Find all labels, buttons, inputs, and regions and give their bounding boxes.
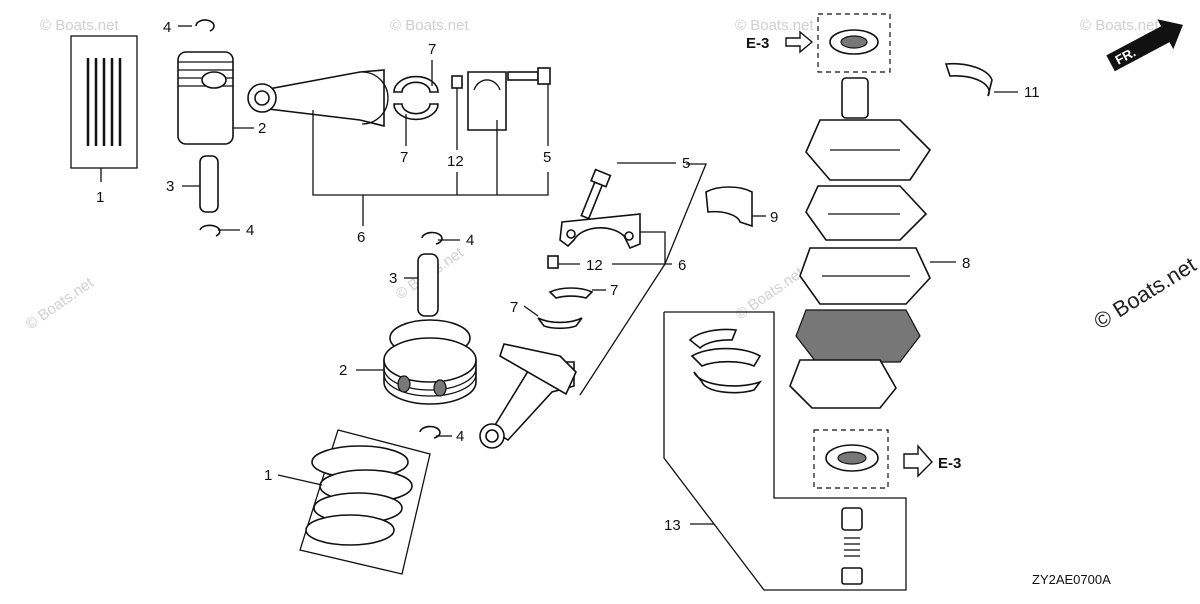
oil-seal-top-group: E-3 (746, 13, 891, 73)
dowel-pin-top: 12 (447, 75, 464, 170)
watermark-5: © Boats.net (23, 274, 98, 333)
rod-bearing-top-pair: 7 7 (393, 41, 439, 166)
callout-7-d: 7 (510, 299, 518, 316)
callout-4-low: 4 (456, 428, 464, 445)
callout-4-top-a: 4 (163, 19, 171, 36)
callout-2-mid: 2 (339, 362, 347, 379)
callout-4-mid: 4 (466, 232, 474, 249)
watermark-large: © Boats.net (1089, 252, 1200, 334)
front-direction-arrow-icon: FR. (1106, 19, 1183, 72)
diagram-code: ZY2AE0700A (1032, 572, 1111, 587)
watermark-7: © Boats.net (733, 264, 808, 323)
bracket-6-mid (579, 163, 707, 396)
piston-rings-top: 1 (70, 35, 138, 206)
callout-11: 11 (1024, 84, 1040, 101)
rod-bearing-mid-pair: 7 7 (510, 282, 618, 330)
callout-13: 13 (664, 517, 681, 534)
bracket-6-top: 6 (312, 110, 549, 246)
ref-e3-bottom: E-3 (938, 455, 961, 472)
reference-arrow-right-icon (903, 444, 933, 478)
bearing-and-valve-group-13: 13 (663, 311, 907, 591)
callout-5-top: 5 (543, 149, 551, 166)
ref-e3-top: E-3 (746, 35, 769, 52)
rod-cap-mid (559, 213, 641, 250)
callout-1-low: 1 (264, 467, 272, 484)
callout-7-c: 7 (610, 282, 618, 299)
callout-4-top-b: 4 (246, 222, 254, 239)
rod-bolt-top: 5 (507, 67, 551, 166)
callout-3-mid: 3 (389, 270, 397, 287)
piston-pin-clip-bottom: 4 (199, 222, 254, 239)
watermark-3: © Boats.net (735, 17, 814, 34)
connecting-rod-top (247, 69, 389, 128)
reference-arrow-left-icon (785, 30, 814, 54)
callout-1-top: 1 (96, 189, 104, 206)
piston-top: 2 (177, 51, 266, 145)
rod-bolt-mid: 5 (580, 155, 690, 220)
piston-mid: 2 (339, 319, 477, 405)
watermark-1: © Boats.net (40, 17, 119, 34)
callout-6-mid: 6 (678, 257, 686, 274)
callout-6-top: 6 (357, 229, 365, 246)
callout-7-b: 7 (400, 149, 408, 166)
piston-pin-clip-top: 4 (163, 19, 215, 36)
piston-rings-low: 1 (264, 429, 431, 575)
callout-12-mid: 12 (586, 257, 603, 274)
oil-seal-bottom-group: E-3 (813, 429, 961, 489)
callout-3-top: 3 (166, 178, 174, 195)
connecting-rod-mid (479, 343, 577, 449)
callout-9: 9 (770, 209, 778, 226)
piston-pin-mid: 3 (389, 253, 439, 317)
callout-7-a: 7 (428, 41, 436, 58)
rod-cap-top (467, 71, 507, 131)
main-bearing-9: 9 (705, 186, 778, 228)
piston-pin-clip-low: 4 (419, 425, 464, 445)
piston-pin-clip-mid: 4 (421, 231, 474, 249)
piston-pin-top: 3 (166, 155, 219, 213)
callout-8: 8 (962, 255, 970, 272)
dowel-pin-mid: 12 6 (547, 255, 686, 274)
watermark-4: © Boats.net (1080, 17, 1159, 34)
watermark-2: © Boats.net (390, 17, 469, 34)
callout-2-top: 2 (258, 120, 266, 137)
crankshaft-8: 8 (789, 77, 970, 409)
callout-12-top: 12 (447, 153, 464, 170)
thrust-bearing-11: 11 (944, 62, 1040, 101)
